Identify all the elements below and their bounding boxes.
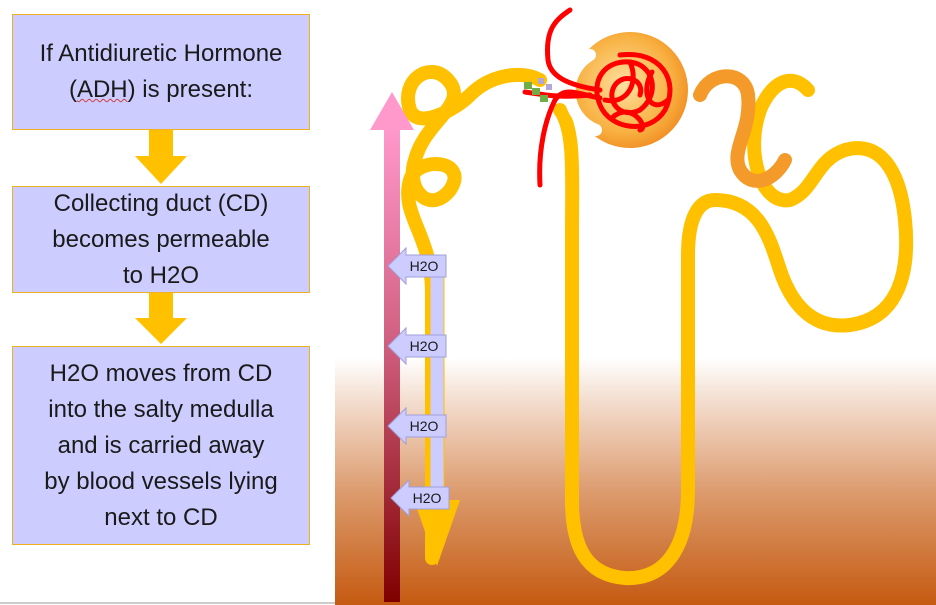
h2o-arrow-shape (387, 326, 447, 366)
h2o-arrow-shape (387, 406, 447, 446)
flow-arrow-down-1 (135, 130, 187, 184)
proximal-tubule (693, 69, 792, 188)
h2o-arrow-label: H2O (413, 490, 442, 506)
h2o-arrow: H2O (387, 246, 447, 286)
loop-of-henle (553, 73, 914, 586)
water-arrows: H2O H2O H2O H2O (387, 246, 450, 518)
collecting-duct (401, 65, 547, 565)
glomerulus (522, 7, 673, 188)
step-box-adh-present: If Antidiuretic Hormone (ADH) is present… (12, 14, 310, 130)
juxtaglomerular-cells (524, 78, 552, 102)
step-text-cd-permeable: Collecting duct (CD) becomes permeable t… (52, 189, 270, 289)
flow-arrow-down-2 (135, 293, 187, 344)
step-text-h2o-moves: H2O moves from CD into the salty medulla… (44, 359, 278, 531)
step-box-cd-permeable: Collecting duct (CD) becomes permeable t… (12, 186, 310, 293)
cd-flow-arrowhead (414, 500, 460, 566)
step-box-h2o-moves: H2O moves from CD into the salty medulla… (12, 346, 310, 545)
step-text-adh-present: If Antidiuretic Hormone (ADH) is present… (39, 40, 283, 103)
h2o-arrow: H2O (390, 478, 450, 518)
adh-abbreviation: ADH (76, 76, 128, 103)
h2o-arrow-label: H2O (410, 418, 439, 434)
cd-flow-shaft (429, 261, 445, 503)
h2o-arrow-shape (390, 478, 450, 518)
h2o-arrow: H2O (387, 326, 447, 366)
blood-vessel-arrowhead (370, 92, 414, 130)
h2o-arrow-label: H2O (410, 258, 439, 274)
h2o-arrow-shape (387, 246, 447, 286)
h2o-arrow-label: H2O (410, 338, 439, 354)
blood-vessel (384, 128, 400, 602)
h2o-arrow: H2O (387, 406, 447, 446)
